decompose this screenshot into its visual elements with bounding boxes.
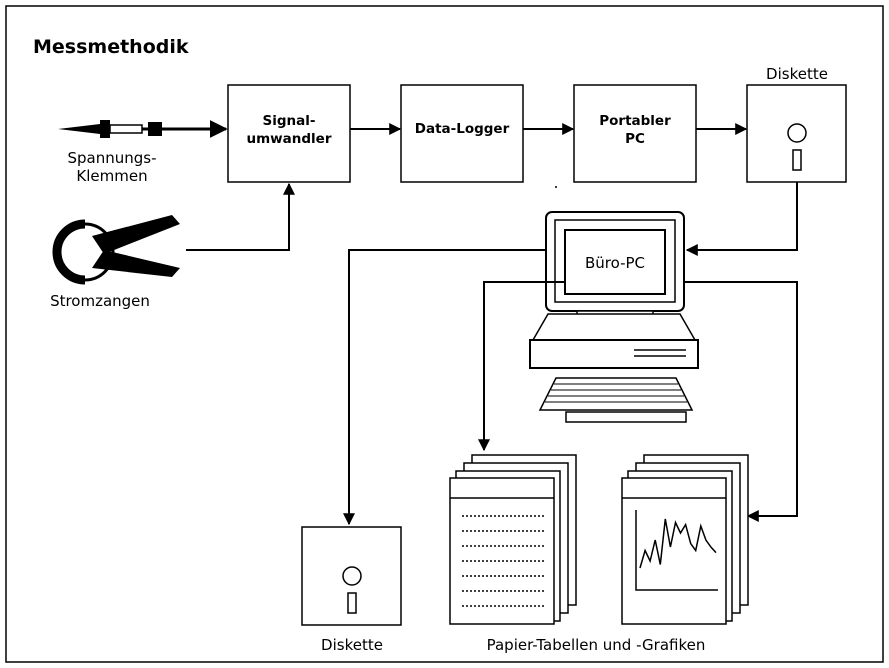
line-current-to-signal	[186, 182, 295, 251]
portable-pc-label-1: Portabler	[599, 113, 671, 129]
office-pc-icon	[529, 211, 699, 423]
current-clamps-label: Stromzangen	[50, 292, 150, 310]
voltage-clamps-icon	[58, 120, 228, 138]
line-office-pc-to-diskette	[343, 249, 546, 526]
print-speck	[555, 186, 557, 188]
voltage-clamps-label-1: Spannungs-	[67, 149, 156, 167]
signal-converter-label-1: Signal-	[263, 113, 316, 129]
diskette-bottom-label: Diskette	[321, 636, 383, 654]
diskette-top-slot-icon	[792, 149, 802, 171]
signal-converter-label-2: umwandler	[247, 131, 332, 147]
signal-converter-box	[227, 84, 351, 183]
current-clamps-icon	[52, 215, 180, 285]
diskette-top-label: Diskette	[766, 65, 828, 83]
paper-graphics-icon	[621, 454, 749, 625]
voltage-clamps-label-2: Klemmen	[76, 167, 147, 185]
portable-pc-box	[573, 84, 697, 183]
data-logger-label: Data-Logger	[415, 121, 510, 137]
line-office-pc-to-tables	[478, 281, 565, 452]
portable-pc-label-2: PC	[625, 131, 645, 147]
diskette-bottom-box	[301, 526, 402, 626]
line-diskette-to-office-pc	[685, 182, 798, 256]
paper-tables-icon	[449, 454, 577, 625]
diagram-frame	[5, 5, 884, 663]
line-office-pc-to-graphics	[684, 281, 798, 522]
diskette-top-box	[746, 84, 847, 183]
papers-label: Papier-Tabellen und -Grafiken	[487, 636, 706, 654]
diskette-top-hub-icon	[787, 123, 807, 143]
data-logger-box	[400, 84, 524, 183]
office-pc-label: Büro-PC	[585, 254, 645, 272]
diagram-title: Messmethodik	[33, 36, 189, 58]
graphics-trace-line	[639, 518, 717, 569]
diskette-bottom-hub-icon	[342, 566, 362, 586]
diskette-bottom-slot-icon	[347, 592, 357, 614]
